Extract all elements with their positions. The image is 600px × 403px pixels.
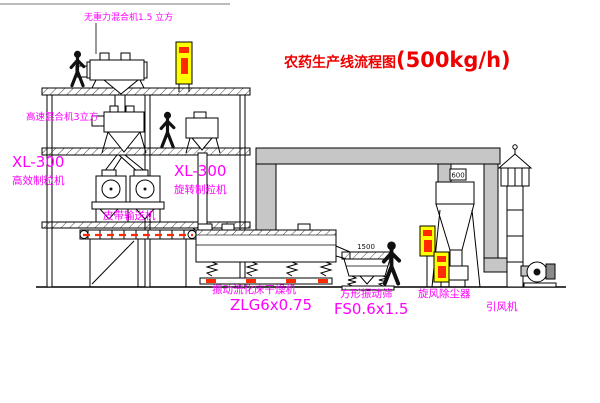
dryer-body (195, 229, 337, 263)
dryer-spring (205, 261, 219, 277)
mixer-inlet-port (99, 52, 110, 61)
panel-marking (438, 266, 446, 278)
cyclone-dimension: 600 (451, 172, 464, 180)
base-pad (246, 279, 256, 283)
fan-hub (533, 268, 541, 276)
duct-drop-fan (483, 163, 499, 265)
screen-base (341, 285, 395, 291)
exhaust-duct (255, 147, 509, 273)
panel-marking (423, 230, 432, 236)
diagram-title-text: 农药生产线流程图 (283, 54, 396, 71)
base-pad (206, 279, 216, 283)
stack-finial (512, 144, 518, 150)
screen-dimension: 1500 (357, 243, 375, 251)
dryer-spring (245, 261, 259, 277)
cyclone-barrel (435, 181, 475, 205)
high-speed-mixer (91, 105, 147, 154)
exhaust-stack (497, 144, 533, 288)
control-panels-right (419, 225, 450, 287)
label-screen-model: FS0.6x1.5 (334, 300, 408, 318)
cyclone-cone (435, 203, 475, 251)
gravity-free-mixer (75, 23, 148, 113)
stack-roof (497, 153, 533, 169)
mixer-body (89, 59, 145, 81)
mixer-inlet-port (120, 52, 131, 61)
duct-horizontal (255, 147, 501, 165)
diagram-title: 农药生产线流程图(500kg/h) (283, 48, 511, 72)
conveyor-legs (89, 239, 187, 287)
label-granulator-mid-model: XL-300 (174, 162, 226, 180)
panel-marking (424, 240, 432, 252)
discharge-hopper (134, 208, 156, 220)
rotary-granulator-feeder (185, 111, 221, 237)
duct-drop-cyclone (437, 163, 452, 183)
label-granulator-mid-name: 旋转制粒机 (174, 183, 227, 196)
fluid-bed-dryer (195, 223, 351, 285)
fan-base (523, 282, 557, 288)
label-belt-conveyor: 皮带输送机 (103, 209, 156, 222)
mixer-discharge-hopper (102, 79, 140, 95)
mixer-body (103, 111, 145, 133)
control-panel-top (175, 41, 193, 92)
cyclone-separator: 600 (431, 168, 481, 288)
diagram-title-capacity: (500kg/h) (396, 48, 511, 72)
belt-conveyor (79, 229, 197, 287)
dryer-top-hatch (195, 229, 337, 236)
label-granulator-left-name: 高效制粒机 (12, 174, 65, 187)
dryer-spring (285, 261, 299, 277)
duct-elbow-fan (483, 257, 509, 273)
label-screen-name: 方形振动筛 (340, 287, 393, 300)
duct-riser (255, 163, 277, 231)
feeder-body (185, 117, 219, 139)
label-high-speed-mixer: 高速混合机3立方 (26, 111, 99, 123)
label-fan-name: 引风机 (486, 300, 518, 313)
cyclone-dim-box (449, 168, 467, 181)
label-cyclone-name: 旋风除尘器 (418, 287, 471, 300)
panel-marking (181, 58, 188, 74)
base-pad (286, 279, 296, 283)
y-chute (102, 154, 148, 173)
granulator-base (91, 201, 165, 210)
beam-low (41, 221, 251, 229)
mixer-cone (106, 131, 142, 153)
worker-figure (159, 111, 176, 149)
discharge-hopper (98, 208, 120, 220)
label-granulator-left-model: XL-300 (12, 153, 64, 171)
square-vibrating-screen: 1500 (341, 243, 395, 291)
screen-discharge (358, 275, 376, 285)
induced-draft-fan (520, 261, 557, 288)
column (46, 94, 53, 288)
panel-marking (437, 256, 446, 262)
cyclone-support (431, 209, 481, 288)
granulator-unit (91, 169, 165, 222)
fan-motor (545, 263, 556, 280)
label-dryer-model: ZLG6x0.75 (230, 296, 312, 314)
label-dryer-name: 振动流化床干燥机 (212, 283, 296, 296)
label-gravity-mixer: 无重力混合机1.5 立方 (84, 11, 173, 23)
beam-top (41, 87, 251, 96)
screen-spring (346, 275, 358, 287)
base-pad (318, 279, 328, 283)
cyclone-dipleg (449, 249, 463, 267)
dryer-spring (319, 261, 333, 277)
dryer-base (199, 277, 333, 285)
feeder-cone (190, 137, 214, 151)
screen-body (343, 258, 391, 277)
panel-marking (179, 47, 189, 53)
